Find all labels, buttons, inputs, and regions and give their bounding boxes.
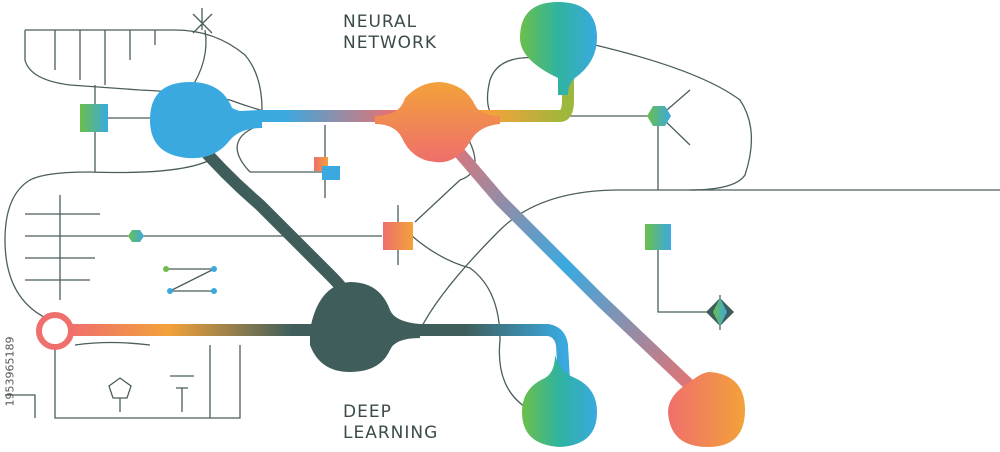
coral-output-node xyxy=(668,372,745,447)
diamond-marker-inner xyxy=(713,298,727,326)
dark-hidden-node xyxy=(310,282,420,372)
pentagon-icon xyxy=(108,377,132,399)
stock-id-text: 1953965189 xyxy=(3,336,17,407)
green-output-node-top xyxy=(520,2,597,95)
orange-hidden-node xyxy=(375,82,500,163)
z-connector-glyph xyxy=(163,266,217,294)
hexagon-marker-right xyxy=(647,106,671,126)
neuron-nodes xyxy=(36,2,745,447)
square-node-center xyxy=(383,222,413,250)
title-neural-network: NEURAL NETWORK xyxy=(343,12,437,54)
title-deep-learning: DEEP LEARNING xyxy=(343,402,438,444)
ring-input-node xyxy=(36,312,74,350)
subtitle-line-1: DEEP xyxy=(343,402,392,422)
square-node-small-b xyxy=(322,166,340,180)
hexagon-marker-left xyxy=(128,230,144,242)
green-output-node-bottom xyxy=(522,355,597,447)
title-line-2: NETWORK xyxy=(343,33,437,53)
square-node-left xyxy=(80,104,108,132)
blue-input-node xyxy=(150,82,262,159)
connector-markers xyxy=(80,104,734,399)
square-node-right xyxy=(645,224,671,250)
title-line-1: NEURAL xyxy=(343,12,418,32)
subtitle-line-2: LEARNING xyxy=(343,423,439,443)
connection-wires xyxy=(4,8,1000,419)
